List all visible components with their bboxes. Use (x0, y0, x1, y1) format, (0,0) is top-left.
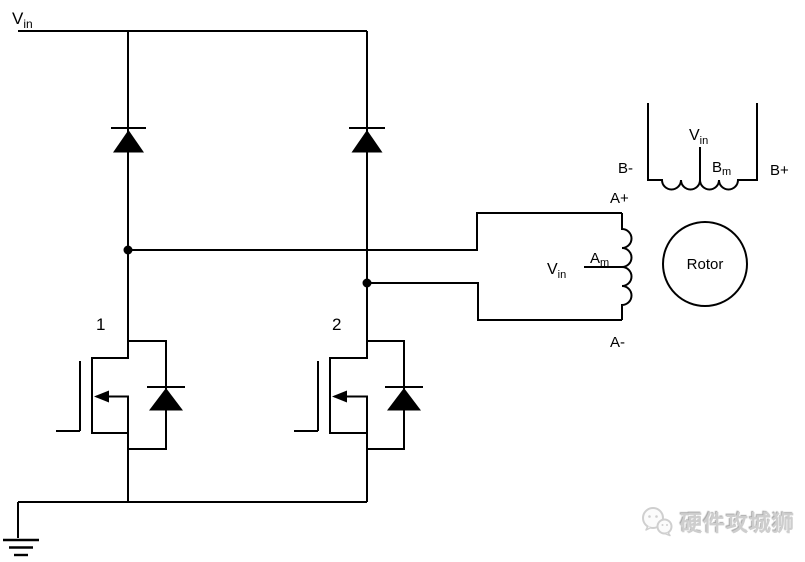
watermark-text: 硬件攻城狮 (680, 511, 796, 536)
ground-icon (3, 538, 39, 557)
winding-a-supply-sub: in (558, 269, 567, 281)
wechat-icon (642, 507, 673, 537)
rotor-circle-icon (662, 221, 748, 307)
winding-b-tap-base: B (712, 159, 722, 176)
winding-a-tap-base: A (590, 250, 600, 267)
vin-rail-label-base: V (12, 9, 24, 28)
body-diode1-icon (128, 340, 185, 450)
switch1-label: 1 (96, 315, 105, 334)
winding-b: B- B+ Bm Vin (618, 103, 789, 191)
winding-b-supply-base: V (689, 127, 700, 144)
mosfet2-arrow-icon (332, 390, 347, 403)
leg1: 1 (56, 31, 185, 502)
leg1-drain-wire (92, 31, 129, 359)
winding-a-top-label: A+ (610, 190, 629, 207)
wire-a-plus (128, 212, 622, 251)
winding-a: A+ A- Am Vin (547, 190, 633, 351)
mosfet2-icon (294, 357, 368, 434)
winding-b-supply-sub: in (700, 135, 709, 147)
winding-a-tap-sub: m (600, 257, 609, 269)
phase-wires (123, 212, 622, 321)
vin-rail: Vin (12, 9, 367, 32)
winding-b-center-tap-label: Bm (712, 159, 731, 178)
junction-dot-2 (362, 278, 372, 288)
body-diode2-icon (367, 340, 423, 450)
mosfet1-source-path (92, 395, 129, 434)
vin-rail-label: Vin (12, 9, 33, 31)
winding-b-supply-label: Vin (689, 127, 708, 147)
winding-a-center-tap-label: Am (590, 250, 609, 269)
rotor-label: Rotor (687, 256, 724, 273)
watermark: 硬件攻城狮 (640, 505, 795, 539)
winding-b-right-label: B+ (770, 162, 789, 179)
vin-rail-label-sub: in (23, 17, 32, 31)
wire-a-minus (367, 282, 622, 321)
winding-a-bottom-label: A- (610, 334, 625, 351)
winding-a-supply-label: Vin (547, 261, 566, 281)
rotor: Rotor (662, 221, 748, 307)
mosfet2-source-path (330, 395, 368, 434)
winding-b-left-label: B- (618, 160, 633, 177)
ground-rail (3, 501, 367, 557)
winding-b-tap-sub: m (722, 166, 731, 178)
freewheel-diode2-icon (349, 127, 385, 153)
junction-dot-1 (123, 245, 133, 255)
winding-a-supply-base: V (547, 261, 558, 278)
mosfet1-icon (56, 357, 129, 434)
leg2: 2 (294, 31, 423, 502)
leg2-drain-wire (330, 31, 368, 359)
freewheel-diode1-icon (111, 127, 146, 153)
switch2-label: 2 (332, 315, 341, 334)
winding-a-coil-icon (621, 213, 633, 320)
mosfet1-arrow-icon (94, 390, 109, 403)
